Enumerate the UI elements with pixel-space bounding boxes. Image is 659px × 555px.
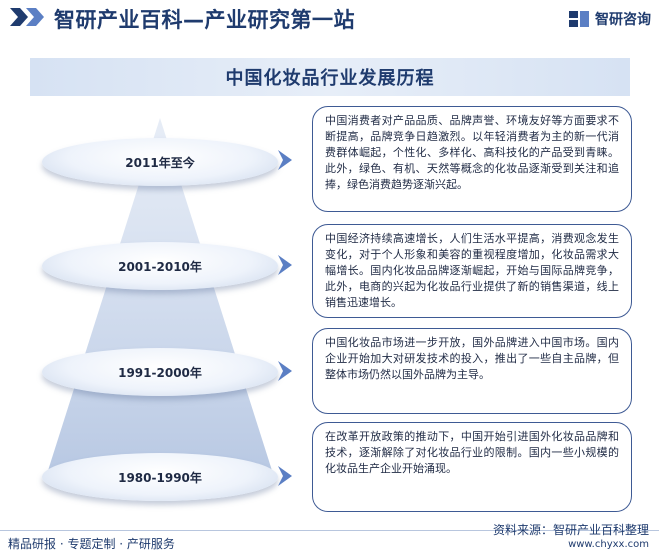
arrow-right-icon	[278, 466, 292, 486]
brand-name: 智研咨询	[595, 12, 651, 28]
era-ellipse-2011: 2011年至今	[42, 138, 278, 186]
description-box-1991: 中国化妆品市场进一步开放，国外品牌进入中国市场。国内企业开始加大对研发技术的投入…	[312, 328, 632, 414]
description-box-2001: 中国经济持续高速增长，人们生活水平提高，消费观念发生变化，对于个人形象和美容的重…	[312, 224, 632, 318]
arrow-right-icon	[278, 255, 292, 275]
chart-title: 中国化妆品行业发展历程	[225, 68, 435, 89]
description-box-1980: 在改革开放政策的推动下，中国开始引进国外化妆品品牌和技术，逐渐解除了对化妆品行业…	[312, 422, 632, 512]
footer-bar	[0, 527, 659, 555]
era-ellipse-1980: 1980-1990年	[42, 453, 278, 501]
footer-services: 精品研报 · 专题定制 · 产研服务	[8, 537, 175, 551]
era-label: 1991-2000年	[118, 365, 202, 380]
site-title: 智研产业百科—产业研究第一站	[54, 8, 355, 32]
era-ellipse-1991: 1991-2000年	[42, 348, 278, 396]
source-note: 资料来源：智研产业百科整理	[492, 523, 649, 537]
footer-url[interactable]: www.chyxx.com	[568, 539, 649, 550]
arrow-right-icon	[278, 150, 292, 170]
zhiyan-logo-icon	[569, 11, 589, 27]
arrow-right-icon	[278, 361, 292, 381]
chevron-logo-icon	[10, 8, 44, 26]
header-bar: 智研产业百科—产业研究第一站 智研咨询	[0, 0, 659, 36]
era-ellipse-2001: 2001-2010年	[42, 242, 278, 290]
description-box-2011: 中国消费者对产品品质、品牌声誉、环境友好等方面要求不断提高，品牌竞争日趋激烈。以…	[312, 106, 632, 212]
era-label: 1980-1990年	[118, 470, 202, 485]
era-label: 2011年至今	[125, 155, 195, 170]
footer-divider	[0, 530, 659, 531]
era-label: 2001-2010年	[118, 259, 202, 274]
brand-logo[interactable]: 智研咨询	[568, 9, 651, 29]
title-band: 中国化妆品行业发展历程	[30, 58, 630, 96]
